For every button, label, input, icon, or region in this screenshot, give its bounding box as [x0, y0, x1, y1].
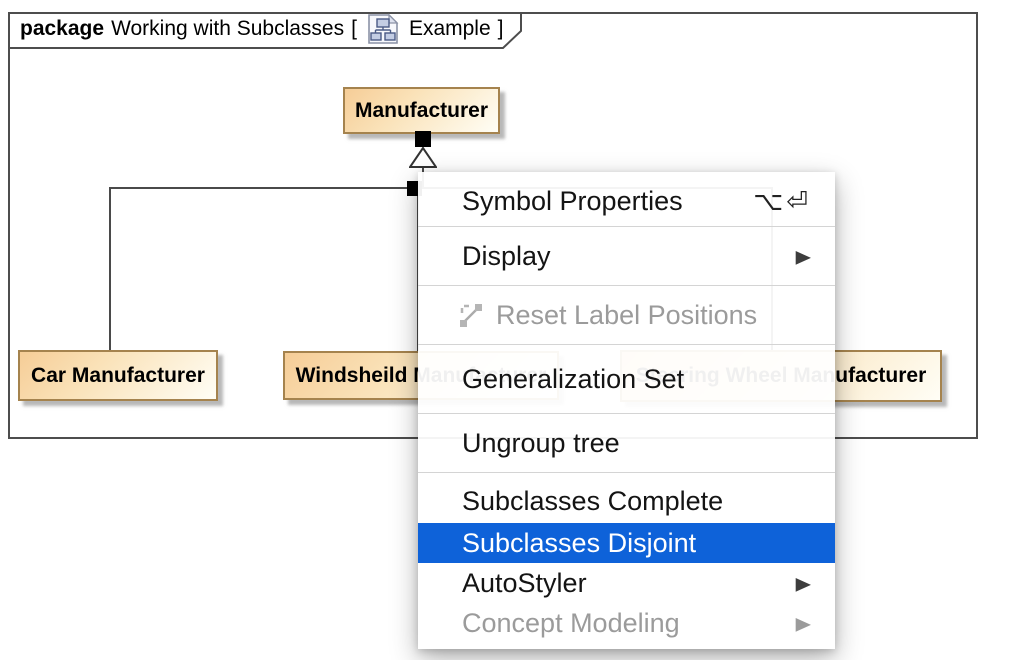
frame-open-bracket: [	[351, 17, 357, 40]
menu-item-subclasses-complete[interactable]: Subclasses Complete	[418, 479, 835, 523]
menu-item-label: Display	[462, 240, 551, 271]
frame-diagram-name: Example	[408, 17, 491, 40]
menu-item-display[interactable]: Display ▶	[418, 227, 835, 285]
menu-item-symbol-properties[interactable]: Symbol Properties ⌥⏎	[418, 176, 835, 226]
frame-title: Working with Subclasses	[111, 17, 345, 40]
context-menu: Symbol Properties ⌥⏎ Display ▶ Reset Lab…	[418, 172, 835, 649]
menu-item-label: AutoStyler	[462, 567, 587, 598]
generalization-line-left-branch[interactable]	[109, 187, 111, 350]
menu-item-concept-modeling: Concept Modeling ▶	[418, 603, 835, 643]
menu-item-label: Concept Modeling	[462, 607, 680, 638]
menu-separator	[418, 344, 835, 345]
menu-item-subclasses-disjoint[interactable]: Subclasses Disjoint	[418, 523, 835, 563]
menu-item-generalization-set[interactable]: Generalization Set	[418, 345, 835, 413]
menu-separator	[418, 413, 835, 414]
menu-item-autostyler[interactable]: AutoStyler ▶	[418, 563, 835, 603]
menu-item-label: Generalization Set	[462, 363, 685, 394]
generalization-arrow-icon	[409, 147, 437, 168]
menu-item-label: Reset Label Positions	[496, 299, 758, 330]
frame-keyword: package	[20, 17, 105, 40]
menu-item-ungroup-tree[interactable]: Ungroup tree	[418, 414, 835, 472]
menu-separator	[418, 472, 835, 473]
menu-item-label: Subclasses Complete	[462, 485, 724, 516]
menu-item-label: Symbol Properties	[462, 185, 683, 216]
menu-item-label: Subclasses Disjoint	[462, 527, 697, 558]
menu-item-label: Ungroup tree	[462, 427, 620, 458]
class-manufacturer[interactable]: Manufacturer	[343, 87, 500, 134]
submenu-arrow-icon: ▶	[795, 573, 811, 594]
reset-label-positions-icon	[460, 304, 482, 327]
diagram-frame-label: package Working with Subclasses [ Exampl…	[8, 12, 515, 46]
menu-separator	[418, 226, 835, 227]
shortcut-option-return: ⌥⏎	[753, 185, 811, 216]
submenu-arrow-icon: ▶	[795, 246, 811, 267]
class-car-manufacturer[interactable]: Car Manufacturer	[18, 350, 218, 401]
class-diagram-icon	[368, 13, 399, 44]
menu-separator	[418, 285, 835, 286]
selection-handle-top[interactable]	[415, 131, 431, 147]
generalization-line-horizontal[interactable]	[110, 187, 424, 189]
frame-close-bracket: ]	[497, 17, 504, 40]
class-name-label: Car Manufacturer	[31, 363, 205, 387]
submenu-arrow-icon: ▶	[795, 613, 811, 634]
class-name-label: Manufacturer	[354, 98, 489, 122]
menu-item-reset-label-positions: Reset Label Positions	[418, 286, 835, 344]
